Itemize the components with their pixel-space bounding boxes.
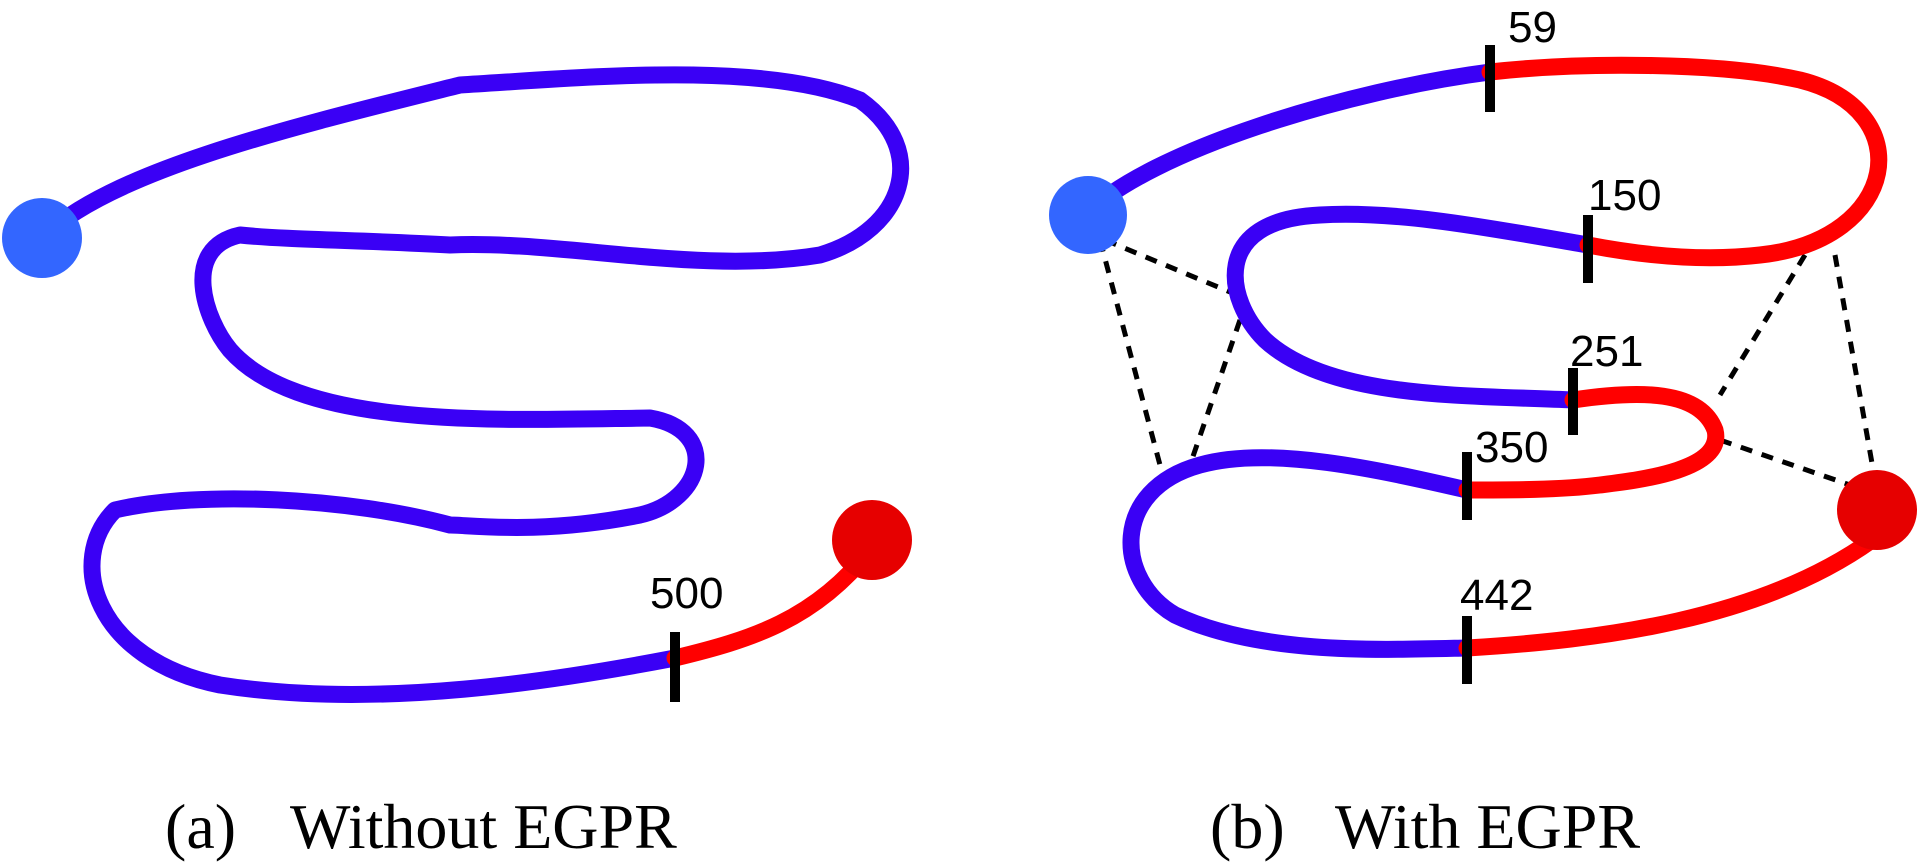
panel-a: 500 xyxy=(2,66,912,703)
panel-b-marker-label: 150 xyxy=(1588,171,1661,220)
panel-b-link xyxy=(1832,254,1878,481)
panel-b-path-blue xyxy=(1122,449,1476,658)
panel-b-marker-label: 442 xyxy=(1460,571,1533,620)
panel-b-marker-label: 350 xyxy=(1475,423,1548,472)
panel-a-start-node xyxy=(2,198,82,278)
panel-b-end-node xyxy=(1837,470,1917,550)
panel-b-link xyxy=(1719,437,1851,488)
panel-a-path-blue xyxy=(33,66,910,703)
panel-a-end-node xyxy=(832,500,912,580)
panel-b-link xyxy=(1187,319,1243,466)
panel-b-link xyxy=(1717,253,1808,397)
panel-b-path-blue xyxy=(1076,63,1499,224)
panel-b-marker-label: 59 xyxy=(1508,3,1557,52)
caption-b: (b) With EGPR xyxy=(1210,791,1640,862)
panel-b-marker-label: 251 xyxy=(1570,327,1643,376)
caption-b-label: (b) xyxy=(1210,791,1285,862)
panel-b: 59 150 251 350 442 xyxy=(1049,3,1917,684)
panel-b-path-red xyxy=(1481,56,1888,267)
caption-b-text: With EGPR xyxy=(1335,791,1640,862)
caption-a-label: (a) xyxy=(165,791,236,862)
panel-b-link xyxy=(1097,239,1163,466)
panel-b-start-node xyxy=(1049,176,1127,254)
panel-a-marker-label: 500 xyxy=(650,569,723,618)
caption-a: (a) Without EGPR xyxy=(165,791,677,862)
panel-b-path-red xyxy=(1458,385,1725,499)
panel-b-link xyxy=(1104,237,1231,295)
panel-a-path-red xyxy=(666,541,879,667)
panel-b-path-red xyxy=(1458,531,1881,657)
caption-a-text: Without EGPR xyxy=(290,791,677,862)
panel-b-path-blue xyxy=(1226,205,1597,409)
